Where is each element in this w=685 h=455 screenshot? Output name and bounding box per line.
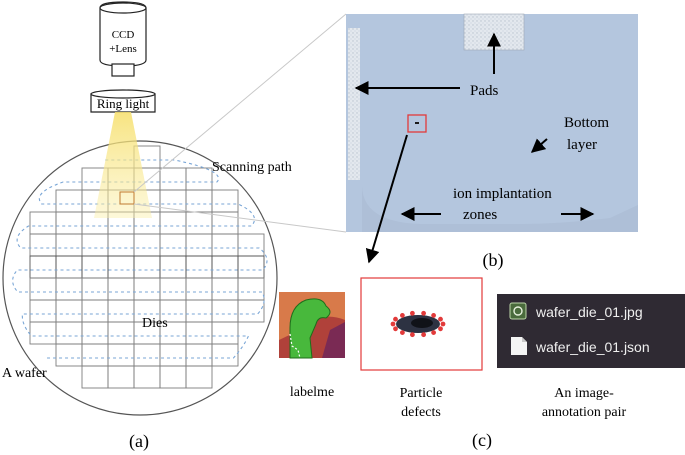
annotation-point xyxy=(393,326,398,332)
annotation-point xyxy=(400,330,405,335)
zoom-line-top xyxy=(133,13,347,193)
ring-light-icon xyxy=(90,89,156,113)
scanning-path-label: Scanning path xyxy=(212,160,292,175)
particle-label-2: defects xyxy=(401,405,441,420)
annotation-point xyxy=(438,326,443,332)
camera-label-ccd: CCD xyxy=(112,29,135,41)
defect-highlight-box xyxy=(407,114,427,133)
ring-light-label: Ring light xyxy=(97,96,150,111)
caption-c: (c) xyxy=(472,430,492,451)
pair-label-2: annotation pair xyxy=(542,405,627,420)
bottom-layer-label-2: layer xyxy=(567,137,597,153)
dies-label: Dies xyxy=(142,316,168,331)
camera-label-lens: +Lens xyxy=(109,43,137,55)
die-cell xyxy=(185,365,213,389)
annotation-point xyxy=(431,330,436,335)
image-file-icon xyxy=(509,302,527,320)
zoom-line-bottom xyxy=(133,203,347,233)
die-cell xyxy=(237,299,265,323)
panel-b: Pads Bottom layer ion implantation zones… xyxy=(346,13,638,271)
image-file-name[interactable]: wafer_die_01.jpg xyxy=(535,304,643,320)
annotation-polygon xyxy=(390,310,446,338)
annotation-point xyxy=(438,316,443,322)
left-pad xyxy=(348,28,360,180)
die-image xyxy=(346,14,638,232)
annotation-point xyxy=(390,321,396,327)
particle-core xyxy=(411,318,433,328)
particle-label-1: Particle xyxy=(400,386,443,401)
file-pair-panel xyxy=(497,294,685,368)
wafer-label: A wafer xyxy=(2,366,47,381)
panel-c: labelme Particle defects wafer_die_01.jp… xyxy=(279,277,685,451)
light-beam xyxy=(94,112,152,218)
ion-label-2: zones xyxy=(463,207,497,223)
bottom-layer-label-1: Bottom xyxy=(564,115,609,131)
annotation-point xyxy=(410,310,415,316)
ccd-camera-icon xyxy=(99,1,147,77)
bottom-layer-arrow xyxy=(530,138,548,153)
annotation-point xyxy=(431,313,436,318)
json-file-icon xyxy=(511,337,527,355)
pads-label: Pads xyxy=(470,83,499,99)
die-cell xyxy=(211,343,239,367)
inspected-die-marker xyxy=(119,191,135,205)
annotation-point xyxy=(440,321,446,327)
caption-b: (b) xyxy=(483,250,504,271)
defect-link-arrow xyxy=(365,134,408,264)
defect-speck xyxy=(415,122,419,124)
die-grid xyxy=(29,145,265,389)
annotation-point xyxy=(421,310,426,316)
caption-a: (a) xyxy=(129,431,149,452)
annotation-point xyxy=(410,332,415,338)
annotation-point xyxy=(421,332,426,338)
annotation-point xyxy=(400,313,405,318)
labelme-label: labelme xyxy=(290,385,334,400)
panel-a: CCD +Lens Ring light Scanning path Dies … xyxy=(2,1,292,452)
bottom-layer-edge xyxy=(362,185,638,232)
annotation-point xyxy=(393,316,398,322)
pair-label-1: An image- xyxy=(554,386,614,401)
ion-label-1: ion implantation xyxy=(453,186,552,202)
labelme-app-icon xyxy=(279,292,345,359)
json-file-name[interactable]: wafer_die_01.json xyxy=(535,339,650,355)
